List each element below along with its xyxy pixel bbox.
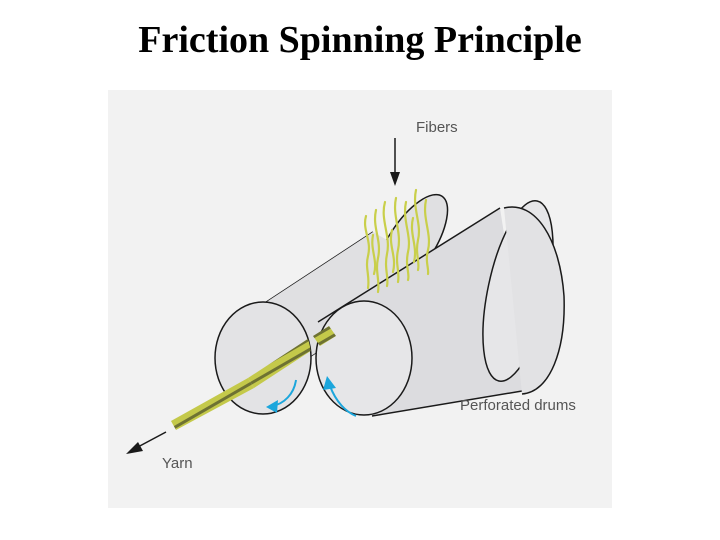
yarn-segment-inner (248, 329, 311, 388)
front-drum-end-face (315, 300, 413, 416)
yarn-strand (171, 378, 254, 430)
diagram-panel: Fibers Perforated drums Yarn (108, 90, 612, 508)
yarn-label: Yarn (162, 455, 193, 472)
rotation-arrow (266, 379, 297, 413)
perforated-drums-label: Perforated drums (460, 397, 576, 414)
rotation-arrow (323, 376, 357, 417)
yarn-direction-arrow (126, 431, 167, 454)
fiber-feed-arrow (390, 138, 400, 186)
fibers-label: Fibers (416, 119, 458, 136)
yarn-segment-nip (313, 326, 336, 346)
fibers (364, 188, 430, 294)
friction-spinning-diagram: Fibers Perforated drums Yarn (108, 90, 612, 508)
slide-title: Friction Spinning Principle (138, 19, 582, 61)
